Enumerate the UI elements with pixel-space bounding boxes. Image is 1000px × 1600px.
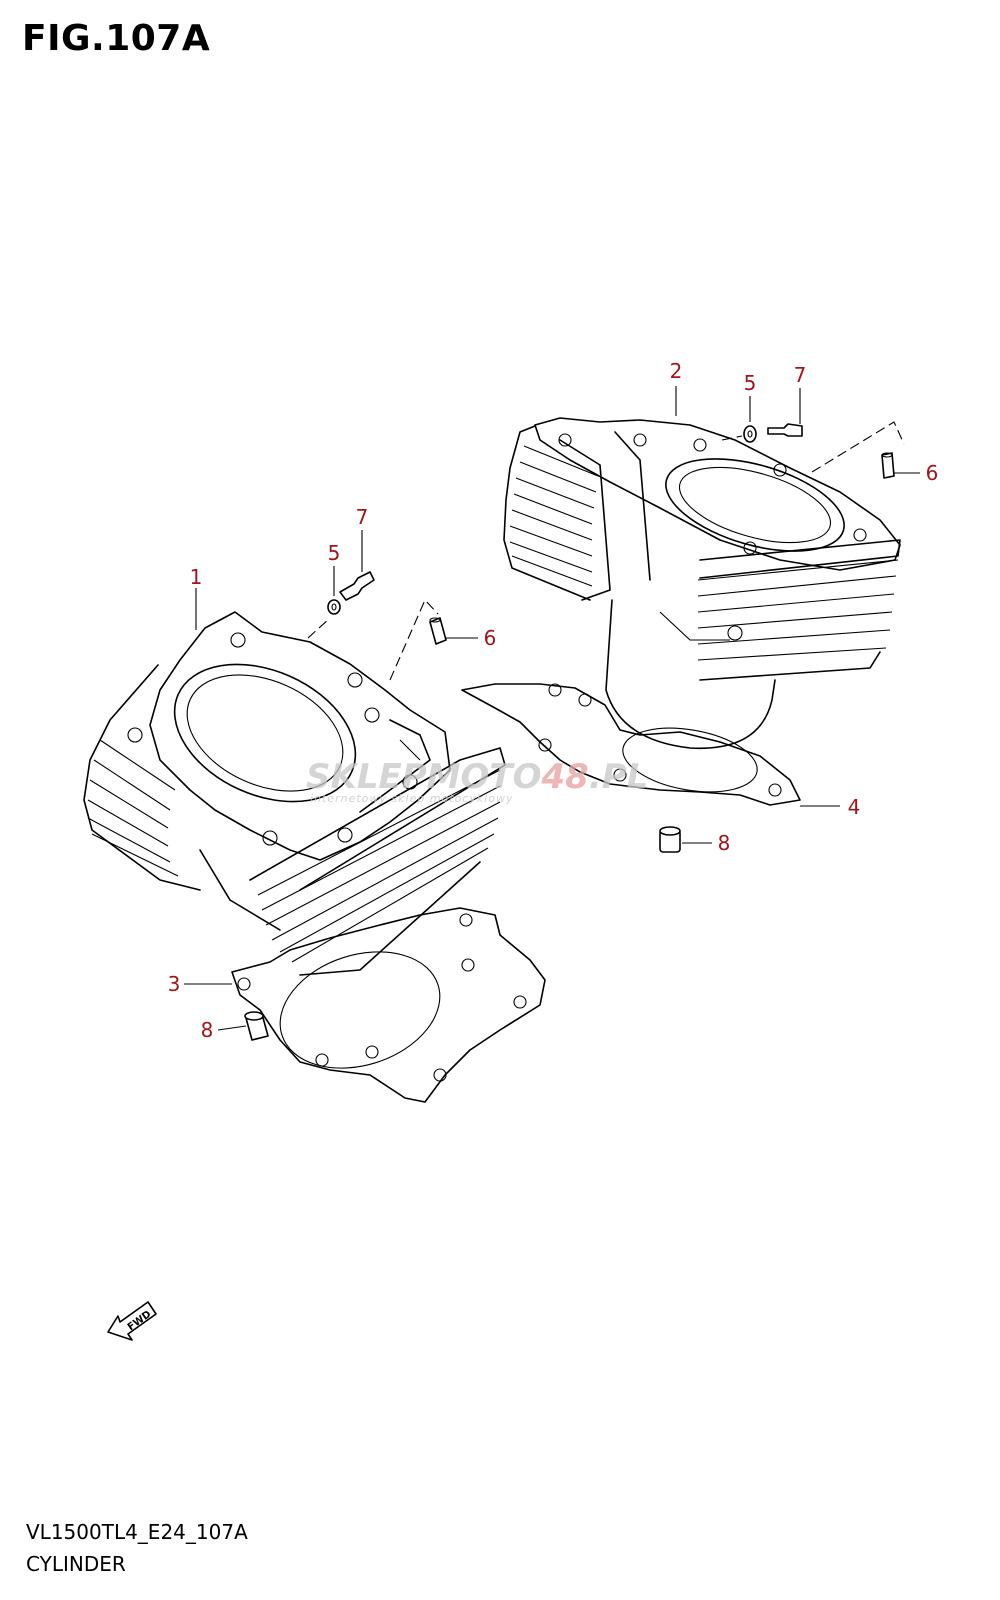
watermark-brand-b: MOTO	[427, 757, 542, 797]
front-base-gasket[interactable]	[231, 907, 546, 1103]
callout-7-front: 7	[356, 505, 369, 529]
watermark: SKLEPMOTO48.PL internetowy sklep motocyk…	[306, 757, 648, 805]
figure-code: VL1500TL4_E24_107A	[26, 1520, 248, 1544]
front-dowel[interactable]	[244, 1011, 269, 1041]
callout-6-front: 6	[484, 626, 497, 650]
rear-dowel[interactable]	[659, 826, 681, 853]
watermark-brand-d: .PL	[589, 757, 649, 797]
fwd-arrow-icon: FWD	[107, 1301, 157, 1341]
rear-bolt[interactable]	[767, 423, 803, 437]
leader-lines	[184, 386, 920, 1031]
callout-7-rear: 7	[794, 363, 807, 387]
callout-3: 3	[168, 972, 181, 996]
watermark-tagline: internetowy sklep motocyklowy	[310, 792, 514, 805]
rear-fitting[interactable]	[881, 452, 895, 479]
callout-5-rear: 5	[744, 371, 757, 395]
figure-name: CYLINDER	[26, 1552, 126, 1576]
rear-cylinder[interactable]	[503, 417, 901, 750]
front-washer[interactable]	[327, 599, 341, 615]
callout-1: 1	[190, 565, 203, 589]
figure-title: FIG.107A	[22, 18, 211, 59]
callout-8-front: 8	[201, 1018, 214, 1042]
callout-6-rear: 6	[926, 461, 939, 485]
callout-8-rear: 8	[718, 831, 731, 855]
watermark-brand-c: 48	[541, 757, 589, 797]
front-fitting[interactable]	[429, 617, 447, 645]
callout-2: 2	[670, 359, 683, 383]
front-cylinder[interactable]	[83, 611, 506, 976]
callout-4: 4	[848, 795, 861, 819]
rear-washer[interactable]	[743, 425, 757, 443]
watermark-brand-a: SKLEP	[306, 757, 427, 797]
svg-text:SKLEPMOTO48.PL: SKLEPMOTO48.PL	[306, 757, 648, 797]
rear-base-gasket[interactable]	[461, 683, 801, 806]
front-bolt[interactable]	[339, 571, 375, 601]
callout-5-front: 5	[328, 541, 341, 565]
